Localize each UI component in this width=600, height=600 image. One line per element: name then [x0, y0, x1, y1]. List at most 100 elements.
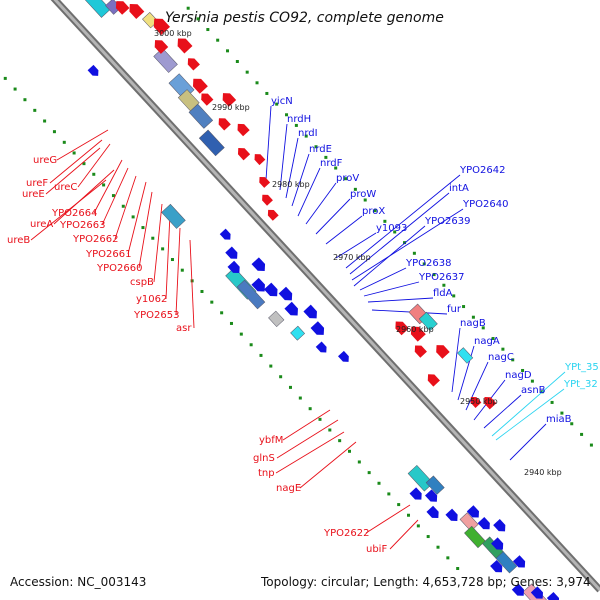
label-leader	[457, 345, 475, 401]
kbp-label-3000: 3000 kbp	[154, 29, 192, 38]
label-leader	[165, 213, 171, 300]
tick-dot	[62, 140, 66, 144]
tick-dot	[180, 268, 184, 272]
reverse-gene-label: nrdE	[309, 144, 332, 155]
tick-dot	[318, 417, 322, 421]
tick-dot	[141, 226, 145, 230]
tick-dot	[328, 428, 332, 432]
forward-gene-arrow	[427, 374, 440, 387]
tick-dot	[403, 241, 407, 245]
tick-dot	[245, 70, 249, 74]
tick-dot	[481, 326, 485, 330]
forward-gene-arrow	[262, 194, 273, 206]
label-leader	[101, 167, 129, 226]
tick-dot	[308, 407, 312, 411]
reverse-gene-label: nagA	[474, 336, 500, 347]
tick-dot	[397, 503, 401, 507]
tick-dot	[102, 183, 106, 187]
tick-dot	[229, 321, 233, 325]
tick-dot	[255, 81, 259, 85]
tick-dot	[426, 535, 430, 539]
label-leader	[93, 159, 123, 214]
reverse-gene-label: proW	[350, 189, 376, 200]
forward-gene-label: ureB	[7, 235, 30, 246]
reverse-gene-arrow	[530, 586, 543, 599]
reverse-gene-arrow	[303, 304, 317, 319]
reverse-gene-arrow	[338, 350, 349, 362]
tick-dot	[13, 87, 17, 91]
tick-dot	[383, 219, 387, 223]
reverse-gene-arrow	[263, 282, 278, 297]
tick-dot	[121, 204, 125, 208]
tick-dot	[216, 38, 220, 42]
label-leader	[291, 153, 310, 207]
tick-dot	[33, 108, 37, 112]
rna-gene-label: YPt_32	[563, 379, 598, 390]
forward-gene-arrow	[115, 1, 130, 15]
gene-tile	[153, 47, 178, 73]
forward-gene-label: ureF	[26, 178, 48, 189]
tick-dot	[226, 49, 230, 53]
tick-dot	[200, 289, 204, 293]
forward-gene-arrow	[484, 397, 497, 410]
reverse-gene-arrow	[310, 321, 325, 335]
forward-gene-arrow	[187, 58, 200, 71]
reverse-gene-label: asnB	[521, 385, 546, 396]
tick-dot	[43, 119, 47, 123]
map-title: Yersinia pestis CO92, complete genome	[165, 10, 444, 26]
forward-gene-label: ureE	[22, 189, 45, 200]
tick-dot	[436, 545, 440, 549]
forward-gene-label: YPO2660	[96, 263, 142, 274]
reverse-gene-arrow	[511, 583, 524, 596]
forward-gene-label: YPO2653	[133, 310, 179, 321]
forward-gene-label: YPO2663	[59, 220, 105, 231]
label-leader	[367, 297, 434, 303]
forward-gene-arrow	[410, 326, 426, 342]
forward-gene-arrow	[129, 3, 145, 20]
forward-gene-label: ureA	[30, 219, 53, 230]
gene-tile	[188, 103, 214, 129]
tick-dot	[92, 172, 96, 176]
kbp-labels: 3000 kbp 2990 kbp 2980 kbp 2970 kbp 2960…	[154, 29, 562, 477]
forward-gene-label: glnS	[253, 453, 275, 464]
reverse-gene-arrow	[546, 591, 560, 600]
reverse-gene-label: YPO2642	[459, 165, 505, 176]
label-leader	[345, 174, 461, 269]
label-leader	[351, 208, 464, 281]
gene-tile	[236, 279, 266, 310]
kbp-label-2960: 2960 kbp	[396, 325, 434, 334]
tick-dot	[304, 134, 308, 138]
tick-dot	[511, 358, 515, 362]
rna-gene-label: YPt_35	[564, 362, 599, 373]
reverse-gene-arrow	[315, 341, 327, 353]
label-leader	[365, 504, 411, 534]
tick-dot	[367, 471, 371, 475]
reverse-gene-arrow	[491, 537, 504, 550]
gene-tile	[459, 512, 479, 532]
tick-dot	[52, 130, 56, 134]
gene-tile	[418, 311, 438, 332]
reverse-gene-label: intA	[449, 183, 469, 194]
tick-dot	[269, 364, 273, 368]
reverse-gene-arrow	[278, 286, 293, 301]
label-leader	[305, 182, 337, 225]
forward-gene-label: y1062	[136, 294, 167, 305]
reverse-gene-arrow	[466, 505, 480, 518]
forward-gene-arrow	[395, 321, 409, 336]
forward-gene-arrow	[414, 345, 427, 358]
reverse-gene-label: nagB	[460, 318, 486, 329]
label-leader	[189, 239, 195, 329]
tick-dot	[570, 422, 574, 426]
label-leader	[509, 423, 547, 461]
tick-dot	[298, 396, 302, 400]
forward-gene-arrow	[254, 154, 266, 166]
feature-tiles	[80, 0, 553, 600]
genome-backbone-highlight	[53, 0, 600, 592]
label-leader	[491, 371, 566, 437]
reverse-gene-label: fur	[447, 304, 462, 315]
label-leader	[451, 327, 461, 393]
tick-dot	[550, 400, 554, 404]
tick-dot	[170, 258, 174, 262]
reverse-gene-label: proX	[362, 206, 385, 217]
